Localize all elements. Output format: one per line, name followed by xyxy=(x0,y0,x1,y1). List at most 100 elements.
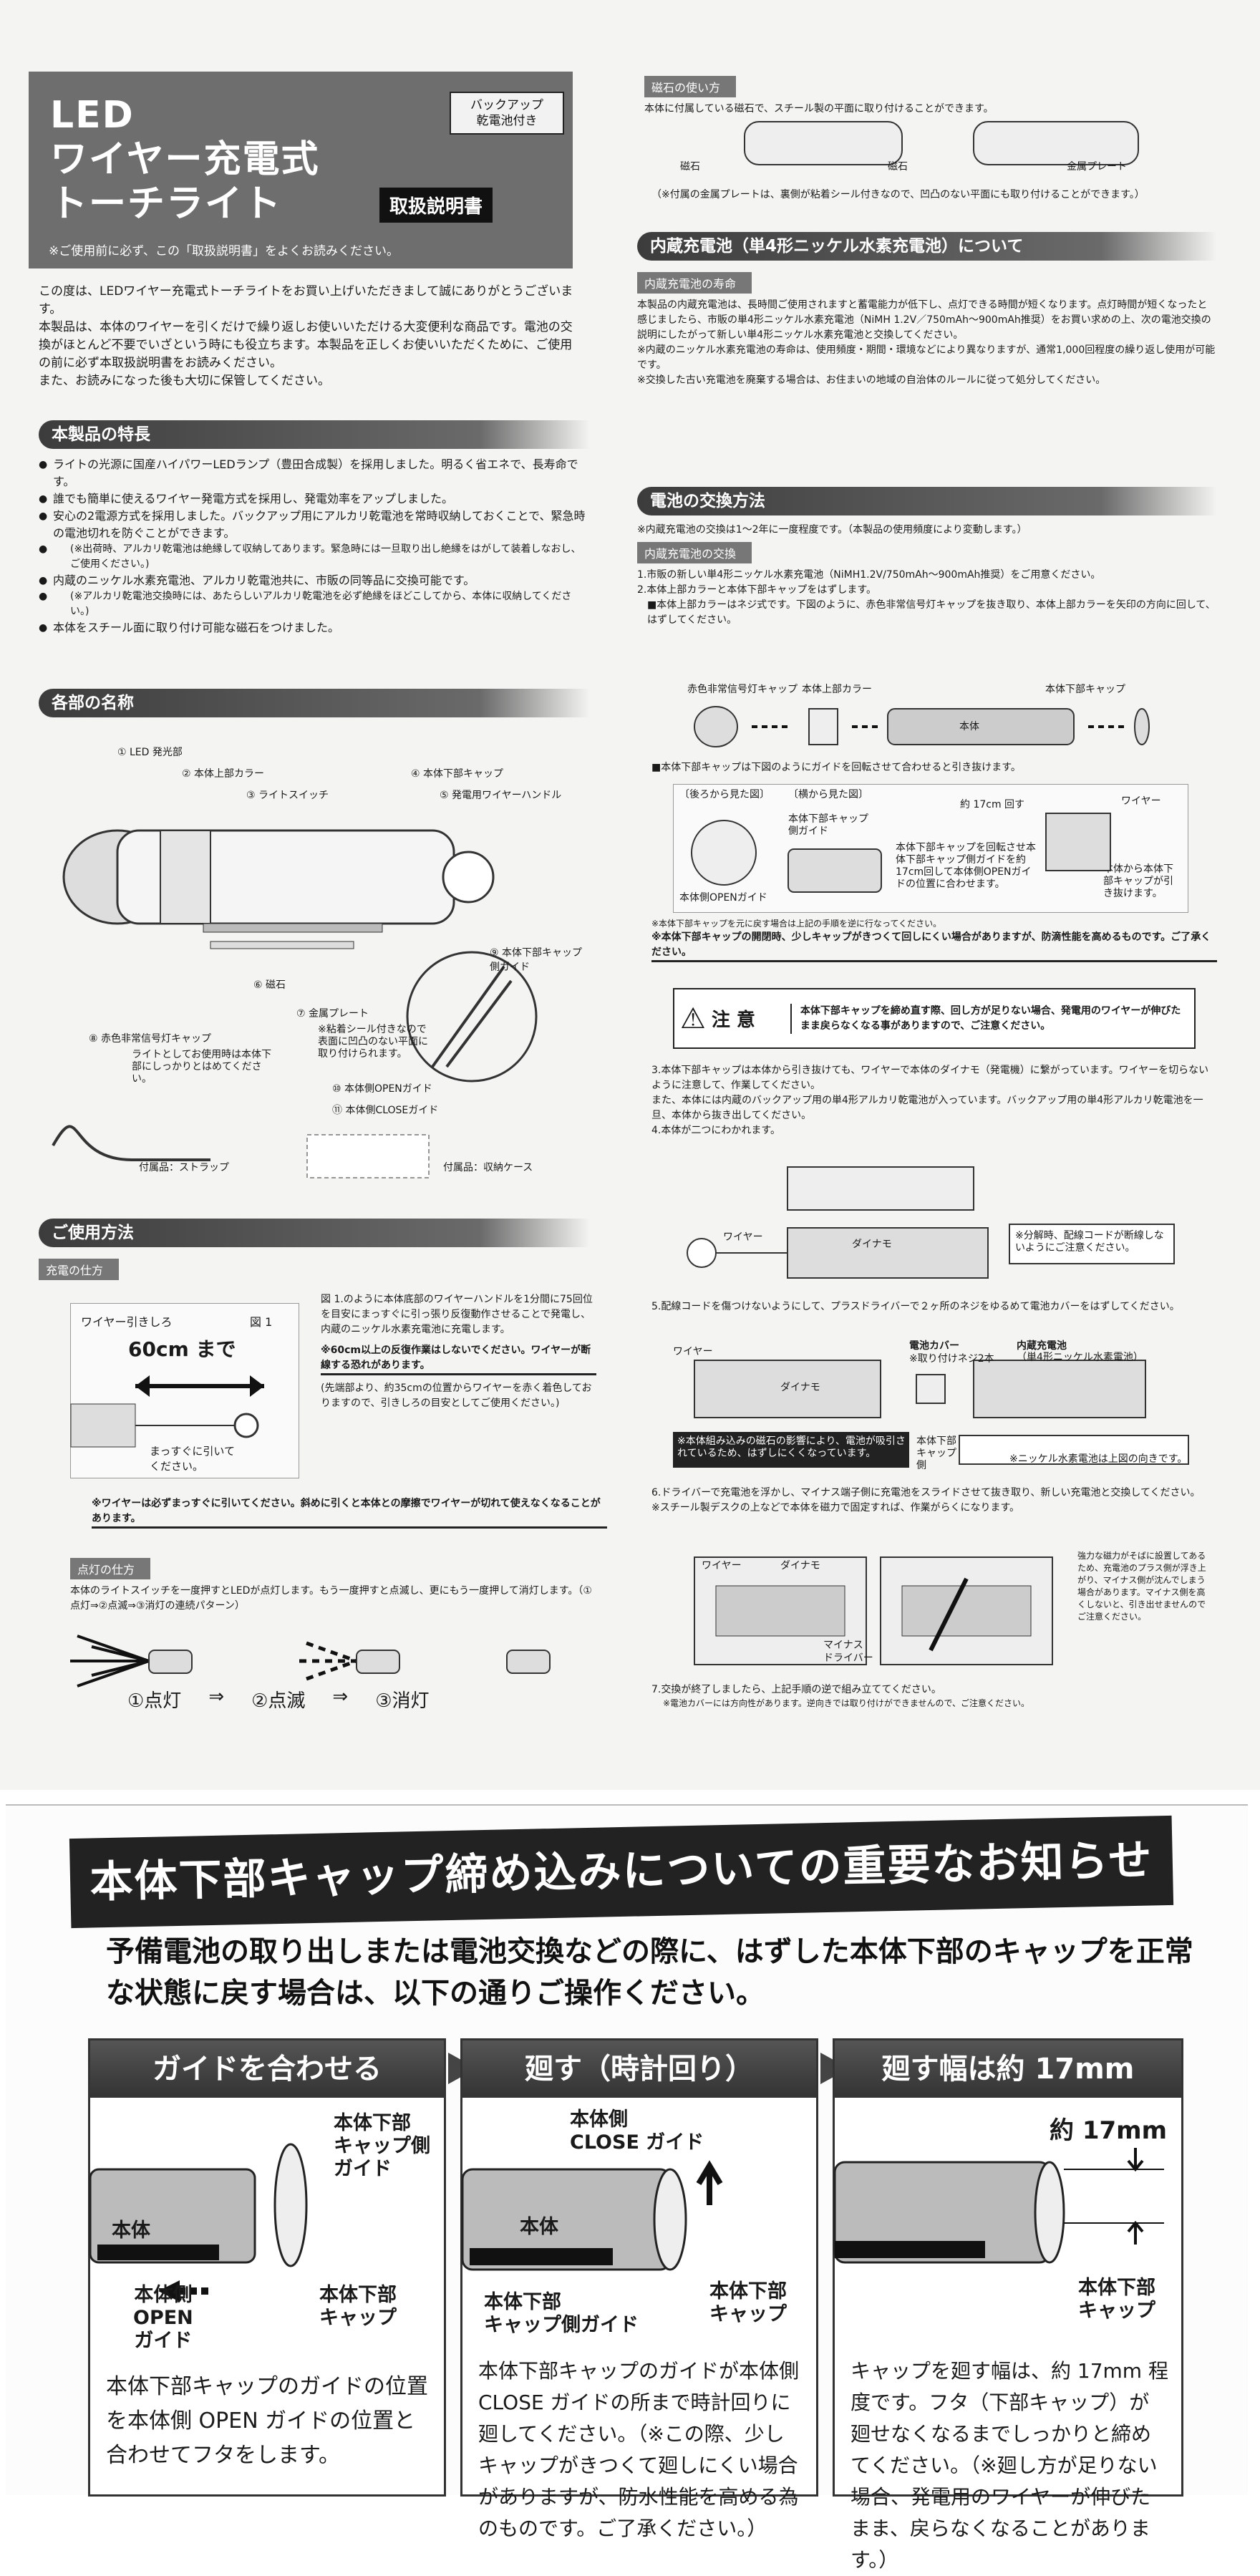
step-1: 1.市販の新しい単4形ニッケル水素充電池（NiMH1.2V/750mAh～900… xyxy=(637,569,1101,581)
part-label: ② 本体上部カラー xyxy=(182,768,265,780)
part-label: ④ 本体下部キャップ xyxy=(411,768,504,780)
label-body: 本体 xyxy=(112,2219,150,2242)
panel-text: 本体下部キャップのガイドの位置を本体側 OPEN ガイドの位置と合わせてフタをし… xyxy=(106,2374,428,2468)
collar-diagram: 赤色非常信号灯キャップ 本体上部カラー 本体下部キャップ 本体 xyxy=(673,684,1188,755)
step-5: 5.配線コードを傷つけないようにして、プラスドライバーで２ヶ所のネジをゆるめて電… xyxy=(651,1301,1180,1312)
driver-illustration xyxy=(694,1556,1053,1665)
step-3: 3.本体下部キャップは本体から引き抜けても、ワイヤーで本体のダイナモ（発電機）に… xyxy=(651,1065,1209,1091)
feature-note: (※アルカリ乾電池交換時には、あたらしいアルカリ乾電池を必ず絶縁をほどこしてから… xyxy=(39,589,590,619)
feature-item: ライトの光源に国産ハイパワーLEDランプ（豊田合成製）を採用しました。明るく省エ… xyxy=(39,456,590,490)
feature-note: (※出荷時、アルカリ乾電池は絶縁して収納してあります。緊急時には一旦取り出し絶縁… xyxy=(39,542,590,572)
mode-off: ③消灯 xyxy=(375,1690,430,1712)
warn-straight-pull: ※ワイヤーは必ずまっすぐに引いてください。斜めに引くと本体との摩擦でワイヤーが切… xyxy=(92,1496,607,1529)
pull-straight-note: まっすぐに引いてください。 xyxy=(150,1445,235,1473)
step-6b: ※スチール製デスクの上などで本体を磁力で固定すれば、作業がらくになります。 xyxy=(651,1502,1020,1514)
diagram-label: ワイヤー xyxy=(702,1560,742,1572)
pull-length: 60cm まで xyxy=(128,1337,236,1361)
plate-note: ※粘着シール付きなので表面に凹凸のない平面に取り付けられます。 xyxy=(318,1024,428,1060)
battery-cover-diagram: ワイヤー 電池カバー ※取り付けネジ2本 内蔵充電池 （単4形ニッケル水素電池）… xyxy=(673,1339,1203,1475)
battery-cover-illustration xyxy=(673,1360,1189,1468)
driver-diagram: ワイヤー ダイナモ マイナス ドライバー xyxy=(694,1550,1067,1672)
exchange-subheading: 内蔵充電池の交換 xyxy=(637,542,752,563)
step-3b: また、本体には内蔵のバックアップ用の単4形アルカリ乾電池が入っています。バックア… xyxy=(651,1095,1203,1121)
diagram-label: 本体下部キャップ xyxy=(1045,684,1125,695)
diagram-label: ダイナモ xyxy=(852,1239,892,1250)
magnet-warning: 強力な磁力がそばに設置してあるため、充電池のプラス側が浮き上がり、マイナス側が沈… xyxy=(1077,1551,1206,1622)
diagram-label: 本体下部キャップ側 xyxy=(916,1435,956,1471)
caution-text: 本体下部キャップを締め直す際、回し方が足りない場合、発電用のワイヤーが伸びたまま… xyxy=(790,1003,1188,1034)
cap-note: ライトとしてお使用時は本体下部にしっかりとはめてください。 xyxy=(132,1049,272,1085)
part-label: ⑥ 磁石 xyxy=(253,979,286,991)
diagram-label: 内蔵充電池 xyxy=(1017,1340,1067,1352)
panel-heading: 廻す幅は約 17mm xyxy=(835,2040,1181,2098)
caution-label: 注 意 xyxy=(711,1009,755,1031)
notice-heading: 本体下部キャップ締め込みについての重要なお知らせ xyxy=(69,1815,1174,1929)
label-body: 本体 xyxy=(520,2216,558,2238)
parts-heading: 各部の名称 xyxy=(39,689,590,717)
battery-subheading: 内蔵充電池の寿命 xyxy=(637,272,752,294)
label-close-guide: 本体側 CLOSE ガイド xyxy=(570,2108,704,2154)
warn-60cm: ※60cm以上の反復作業はしないでください。ワイヤーが断線する恐れがあります。 xyxy=(321,1343,596,1375)
rotate-illustration xyxy=(461,2160,723,2271)
width-illustration xyxy=(833,2148,1164,2264)
diagram-label: 本体下部キャップを回転させ本体下部キャップ側ガイドを約17cm回して本体側OPE… xyxy=(896,842,1036,890)
panel-heading: 廻す（時計回り） xyxy=(462,2040,816,2098)
mode-on: ①点灯 xyxy=(127,1690,182,1712)
feature-item: 誰でも簡単に使えるワイヤー発電方式を採用し、発電効率をアップしました。 xyxy=(39,490,590,508)
part-label: ⑪ 本体側CLOSEガイド xyxy=(332,1105,439,1116)
split-illustration xyxy=(687,1166,1175,1279)
light-modes: ①点灯 ⇒ ②点滅 ⇒ ③消灯 xyxy=(127,1686,571,1713)
diagram-label: 本体 xyxy=(959,721,979,732)
step-2: 2.本体上部カラーと本体下部キャップをはずします。 xyxy=(637,584,876,596)
cap-guide-illustration xyxy=(691,813,1111,893)
label-open-guide: 本体側 OPEN ガイド xyxy=(133,2284,193,2352)
magnet-label: 磁石 xyxy=(888,161,908,173)
diagram-label: （単4形ニッケル水素電池） xyxy=(1017,1352,1143,1363)
left-column: LED ワイヤー充電式 トーチライト バックアップ 乾電池付き 取扱説明書 ※ご… xyxy=(20,0,607,1790)
battery-heading: 内蔵充電池（単4形ニッケル水素充電池）について xyxy=(637,232,1217,261)
diagram-label: 電池カバー xyxy=(909,1340,959,1352)
backup-battery-badge: バックアップ 乾電池付き xyxy=(450,92,564,135)
diagram-label: 本体側OPENガイド xyxy=(679,892,767,904)
light-subheading: 点灯の仕方 xyxy=(70,1558,151,1579)
battery-text: 本製品の内蔵充電池は、長時間ご使用されますと蓄電能力が低下し、点灯できる時間が短… xyxy=(637,299,1211,341)
diagram-label: ※取り付けネジ2本 xyxy=(909,1353,994,1365)
light-text: 本体のライトスイッチを一度押すとLEDが点灯します。もう一度押すと点滅し、更にも… xyxy=(70,1585,592,1612)
step-6: 6.ドライバーで充電池を浮かし、マイナス端子側に充電池をスライドさせて抜き取り、… xyxy=(651,1487,1201,1498)
label-bottom-cap: 本体下部 キャップ xyxy=(319,2284,397,2329)
charge-subheading: 充電の仕方 xyxy=(39,1259,120,1280)
exchange-note: ※内蔵充電池の交換は1～2年に一度程度です。（本製品の使用頻度により変動します。… xyxy=(637,524,1027,536)
diagram-label: 本体下部キャップ側ガイド xyxy=(788,813,868,837)
right-column: 磁石の使い方 本体に付属している磁石で、スチール製の平面に取り付けることができま… xyxy=(630,0,1224,1790)
step-7: 7.交換が終了しましたら、上記手順の逆で組み立ててください。 xyxy=(651,1684,941,1695)
part-label: ⑩ 本体側OPENガイド xyxy=(332,1083,432,1095)
panel-text: 本体下部キャップのガイドが本体側 CLOSE ガイドの所まで時計回りに廻してくだ… xyxy=(478,2359,800,2540)
step-2b: ■本体下部キャップは下図のようにガイドを回転させて合わせると引き抜けます。 xyxy=(651,762,1021,773)
product-title: LED ワイヤー充電式 トーチライト xyxy=(50,94,320,226)
part-label: ⑤ 発電用ワイヤーハンドル xyxy=(440,790,562,801)
feature-item: 内蔵のニッケル水素充電池、アルカリ乾電池共に、市販の同等品に交換可能です。 xyxy=(39,572,590,589)
split-diagram: ワイヤー ダイナモ ※分解時、配線コードが断線しないようにご注意ください。 xyxy=(680,1160,1196,1289)
diagram-label: 〔横から見た図〕 xyxy=(788,789,868,800)
label-bottom-cap: 本体下部 キャップ xyxy=(1078,2277,1155,2322)
part-label: ⑦ 金属プレート xyxy=(296,1008,369,1020)
accessory-case: 付属品：収納ケース xyxy=(443,1162,533,1173)
charge-text: 図 1.のように本体底部のワイヤーハンドルを1分間に75回位を目安にまっすぐに引… xyxy=(321,1294,593,1335)
figure-1: ワイヤー引きしろ 図 1 60cm まで まっすぐに引いてください。 xyxy=(70,1303,299,1478)
important-notice: 本体下部キャップ締め込みについての重要なお知らせ 予備電池の取り出しまたは電池交… xyxy=(6,1804,1248,2572)
part-label: ① LED 発光部 xyxy=(117,747,183,758)
feature-item: 安心の2電源方式を採用しました。バックアップ用にアルカリ乾電池を常時収納しておく… xyxy=(39,508,590,542)
features-list: ライトの光源に国産ハイパワーLEDランプ（豊田合成製）を採用しました。明るく省エ… xyxy=(39,456,590,636)
diagram-label: 本体上部カラー xyxy=(802,684,872,695)
panel-rotate-width: 廻す幅は約 17mm 約 17mm 本体下部 キャップ キャップを廻す幅は、約 … xyxy=(833,2038,1183,2572)
magnet-text: 本体に付属している磁石で、スチール製の平面に取り付けることができます。 xyxy=(644,103,994,115)
diagram-label: ワイヤー xyxy=(723,1231,763,1243)
caution-box: ⚠ 注 意 本体下部キャップを締め直す際、回し方が足りない場合、発電用のワイヤー… xyxy=(673,988,1196,1049)
label-bottom-cap: 本体下部 キャップ xyxy=(709,2280,787,2325)
accessory-strap: 付属品：ストラップ xyxy=(139,1162,229,1173)
plate-label: 金属プレート xyxy=(1067,161,1127,173)
panel-align-guide: ガイドを合わせる 本体 本体下部 キャップ側 ガイド 本体側 OPEN ガイド … xyxy=(88,2038,446,2497)
notice-subtext: 予備電池の取り出しまたは電池交換などの際に、はずした本体下部のキャップを正常な状… xyxy=(106,1935,1193,2010)
mode-blink: ②点滅 xyxy=(251,1690,306,1712)
intro-text: この度は、LEDワイヤー充電式トーチライトをお買い上げいただきまして誠にありがと… xyxy=(39,284,573,388)
